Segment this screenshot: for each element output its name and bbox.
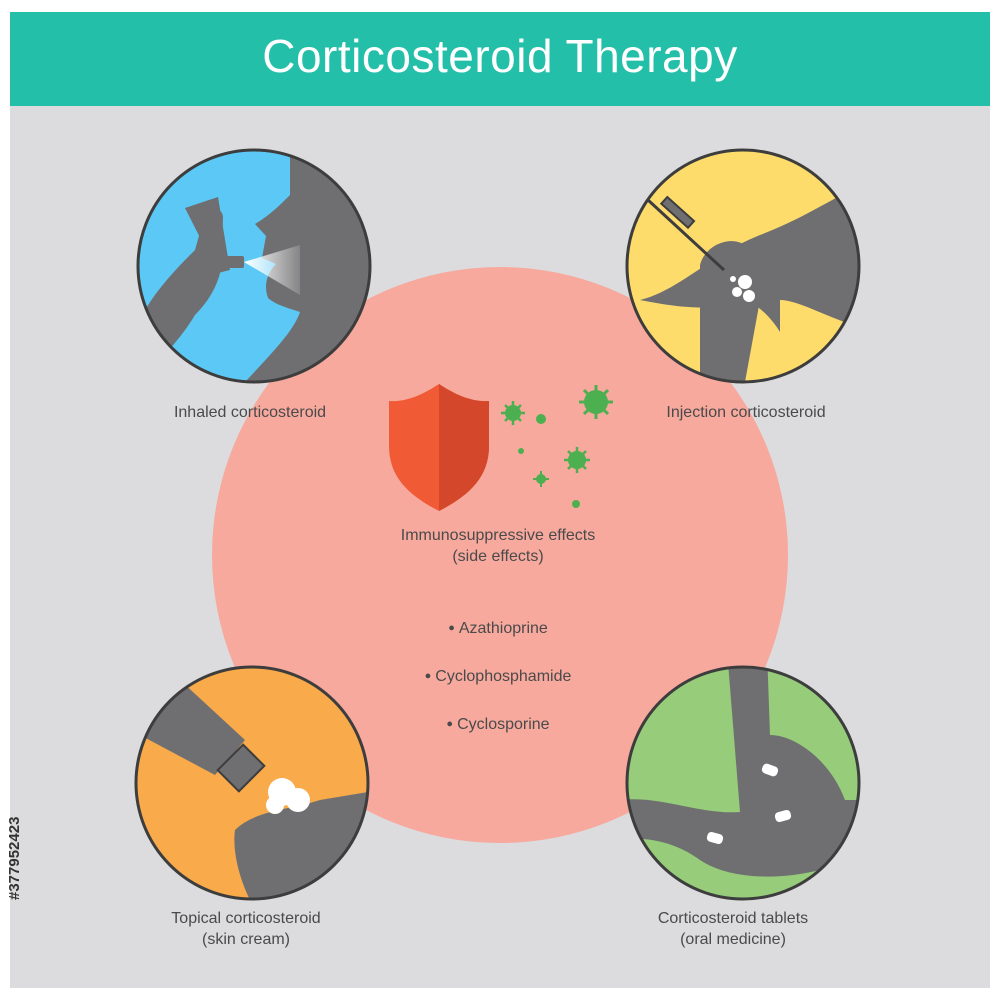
page-title: Corticosteroid Therapy <box>262 30 738 82</box>
syringe-icon <box>625 148 861 384</box>
shield-icon <box>389 384 489 511</box>
stomach-icon <box>625 665 861 901</box>
label-tablets: Corticosteroid tablets (oral medicine) <box>657 910 809 948</box>
drug-item: Cyclosporine <box>446 716 549 734</box>
drug-item: Azathioprine <box>448 620 548 638</box>
label-immunosuppressive: Immunosuppressive effects (side effects) <box>400 527 596 565</box>
label-topical: Topical corticosteroid (skin cream) <box>171 910 321 948</box>
inhaler-icon <box>136 148 372 384</box>
drug-item: Cyclophosphamide <box>425 668 571 686</box>
center-circle <box>212 267 788 843</box>
stock-id: #377952423 <box>6 817 23 900</box>
title-banner: Corticosteroid Therapy <box>10 12 990 106</box>
virus-icon <box>501 385 613 508</box>
label-injection: Injection corticosteroid <box>666 404 826 421</box>
label-inhaled: Inhaled corticosteroid <box>173 404 327 421</box>
